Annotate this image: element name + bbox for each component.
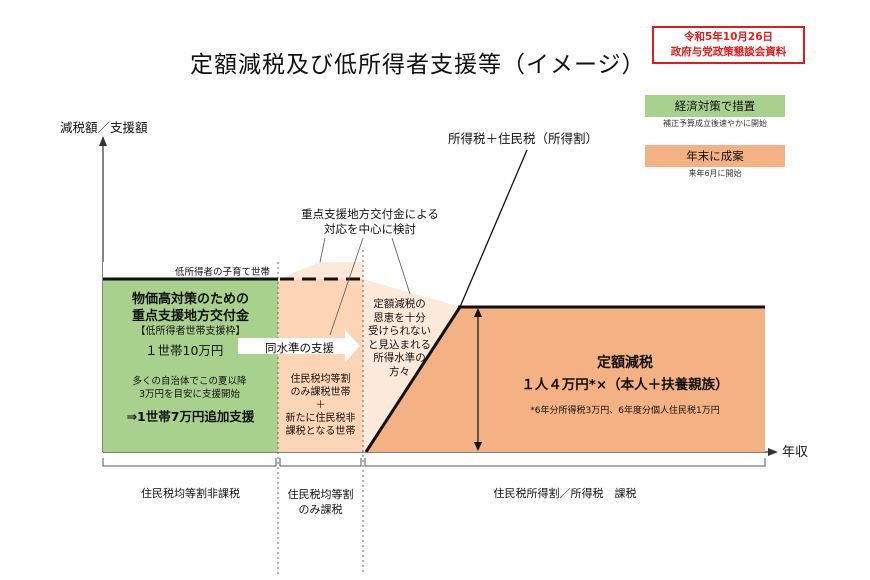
legend-sub-economic: 補正予算成立後速やかに開始	[663, 119, 767, 128]
same-level-arrow	[238, 330, 360, 362]
bracket-mid	[279, 458, 362, 467]
y-axis-arrowhead	[99, 136, 107, 146]
flat-height-arrow-top	[474, 308, 482, 317]
gap-note-line3: 受けられない	[368, 325, 431, 337]
bottom-label-right: 住民税所得割／所得税 課税	[493, 487, 637, 500]
income-tax-slope-upper	[459, 149, 528, 308]
badge-source: 政府与党政策懇談会資料	[670, 46, 787, 58]
income-tax-slope	[364, 306, 462, 453]
callout-leader-1	[319, 237, 326, 263]
gap-note-line2: 恩恵を十分	[373, 311, 426, 324]
same-level-arrow-label: 同水準の支援	[265, 341, 334, 355]
callout-top-line1: 重点支援地方交付金による	[301, 207, 439, 221]
meeting-badge: 令和5年10月26日 政府与党政策懇談会資料	[652, 26, 805, 64]
gap-area	[363, 279, 460, 452]
badge-date: 令和5年10月26日	[683, 31, 774, 43]
gap-note-line6: 方々	[389, 365, 410, 378]
mid-block-text: 住民税均等割 のみ課税世帯 ＋ 新たに住民税非 課税となる世帯	[278, 373, 363, 438]
mid-line5: 課税となる世帯	[285, 426, 356, 437]
mid-support-area	[278, 279, 363, 452]
mid-line4: 新たに住民税非	[285, 413, 356, 424]
bracket-right	[364, 458, 766, 467]
green-subtitle: 【低所得者世帯支援枠】	[135, 326, 246, 337]
page-title: 定額減税及び低所得者支援等（イメージ）	[190, 52, 646, 78]
flat-height-arrow-bottom	[474, 442, 482, 451]
bracket-left	[102, 458, 277, 467]
gap-note-line4: と見込まれる	[368, 338, 431, 351]
green-title-line2: 重点支援地方交付金	[131, 309, 249, 324]
x-axis-label: 年収	[782, 445, 809, 460]
green-note-line1: 多くの自治体でこの夏以降	[132, 376, 247, 387]
y-axis-label: 減税額／支援額	[60, 120, 148, 135]
flat-amount: １人４万円*×（本人＋扶養親族）	[521, 377, 729, 393]
green-note-line2: 3万円を目安に支援開始	[138, 389, 241, 400]
tax-line-label: 所得税＋住民税（所得割）	[448, 131, 599, 146]
callout-top: 重点支援地方交付金による 対応を中心に検討	[285, 207, 455, 237]
callout-leader-2	[391, 237, 411, 295]
bottom-label-left: 住民税均等割非課税	[141, 487, 240, 500]
mid-line1: 住民税均等割	[290, 374, 351, 385]
mid-line2: のみ課税世帯	[290, 387, 351, 398]
callout-leader-3	[329, 237, 364, 336]
x-axis-arrowhead	[768, 448, 778, 456]
gap-note-line5: 所得水準の	[373, 352, 426, 364]
gap-note-line1: 定額減税の	[373, 298, 426, 310]
gap-note: 定額減税の 恩恵を十分 受けられない と見込まれる 所得水準の 方々	[362, 298, 437, 379]
child-household-label: 低所得者の子育て世帯	[175, 267, 271, 278]
flat-reduction-area	[366, 307, 765, 452]
bottom-label-mid: 住民税均等割 のみ課税	[278, 487, 363, 517]
flat-title: 定額減税	[597, 355, 653, 371]
green-support-area	[103, 279, 278, 452]
flat-note: *6年分所得税3万円、6年度分個人住民税1万円	[530, 406, 720, 416]
green-amount: １世帯10万円	[145, 343, 224, 358]
legend-sub-yearend: 来年6月に開始	[688, 169, 742, 178]
bottom-label-mid-line1: 住民税均等割	[287, 488, 354, 501]
callout-top-line2: 対応を中心に検討	[324, 222, 416, 236]
green-title-line1: 物価高対策のための	[131, 292, 249, 307]
green-title: 物価高対策のための 重点支援地方交付金	[103, 291, 278, 325]
green-extra-support: ⇒1世帯7万円追加支援	[126, 409, 255, 424]
child-band	[278, 262, 363, 279]
legend-item-yearend: 年末に成案	[645, 145, 785, 167]
green-note: 多くの自治体でこの夏以降 3万円を目安に支援開始	[112, 375, 267, 401]
legend-item-economic: 経済対策で措置	[645, 95, 785, 117]
child-band-left	[103, 262, 278, 279]
mid-line3: ＋	[315, 400, 326, 411]
bottom-label-mid-line2: のみ課税	[298, 503, 343, 516]
